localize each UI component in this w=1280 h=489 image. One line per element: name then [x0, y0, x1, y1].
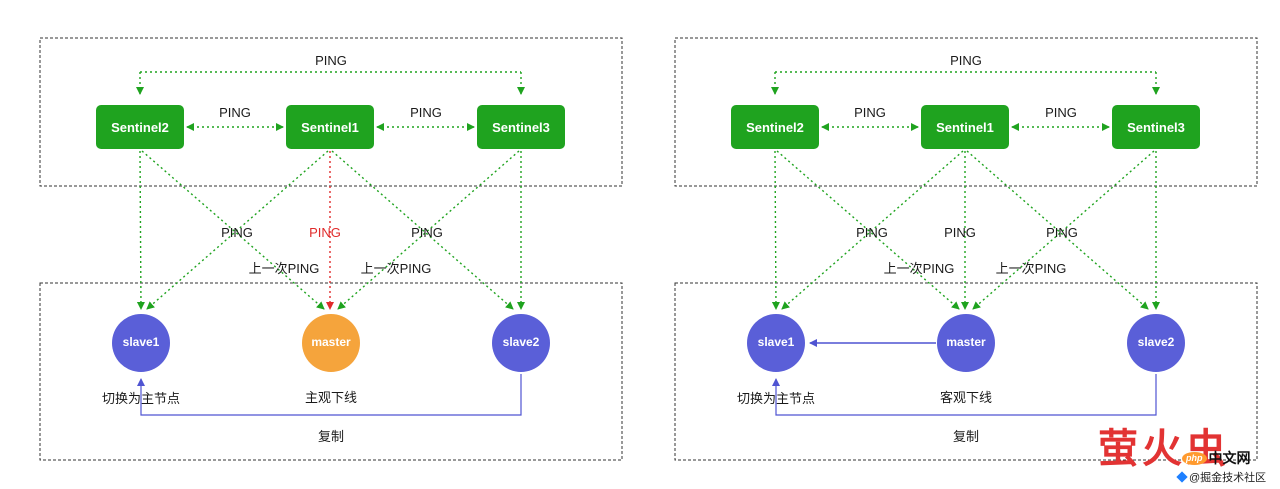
slave1-node: slave1 — [112, 314, 170, 372]
slave2-node: slave2 — [492, 314, 550, 372]
watermark-community-text: @掘金技术社区 — [1189, 472, 1267, 484]
ping-label-down-left: PING — [221, 225, 253, 240]
sentinel1-box: Sentinel1 — [921, 105, 1009, 149]
replication-label: 复制 — [952, 429, 980, 444]
juejin-icon — [1176, 471, 1188, 483]
master-node: master — [302, 314, 360, 372]
ping-label-top: PING — [950, 53, 982, 68]
master-state-label: 客观下线 — [939, 390, 993, 405]
last-ping-label-left: 上一次PING — [248, 261, 320, 276]
ping-label-s1-s3: PING — [1045, 105, 1077, 120]
sentinel3-box: Sentinel3 — [477, 105, 565, 149]
ping-label-top: PING — [315, 53, 347, 68]
promote-label: 切换为主节点 — [736, 391, 816, 406]
node-label: slave2 — [1137, 335, 1175, 350]
ping-label-s2-s1: PING — [219, 105, 251, 120]
sentinel3-box: Sentinel3 — [1112, 105, 1200, 149]
ping-label-down-left: PING — [856, 225, 888, 240]
last-ping-label-right: 上一次PING — [995, 261, 1067, 276]
ping-label-down-right: PING — [1046, 225, 1078, 240]
slave1-node: slave1 — [747, 314, 805, 372]
replication-label: 复制 — [317, 429, 345, 444]
watermark-brand: php 中文网 — [1182, 448, 1251, 468]
node-label: master — [946, 335, 986, 350]
last-ping-label-left: 上一次PING — [883, 261, 955, 276]
ping-label-s1-s3: PING — [410, 105, 442, 120]
ping-label-s2-s1: PING — [854, 105, 886, 120]
ping-label-down-center-failed: PING — [309, 225, 341, 240]
node-label: slave2 — [502, 335, 540, 350]
slave2-node: slave2 — [1127, 314, 1185, 372]
promote-label: 切换为主节点 — [101, 391, 181, 406]
php-logo: php — [1182, 451, 1207, 465]
sentinel2-box: Sentinel2 — [96, 105, 184, 149]
node-label: master — [311, 335, 351, 350]
watermark-community: @掘金技术社区 — [1176, 469, 1267, 485]
ping-label-down-center: PING — [944, 225, 976, 240]
node-label: slave1 — [122, 335, 160, 350]
watermark-title: 萤火虫 — [1098, 425, 1230, 472]
watermark-site-name: 中文网 — [1208, 450, 1251, 466]
master-node: master — [937, 314, 995, 372]
sentinel1-box: Sentinel1 — [286, 105, 374, 149]
last-ping-label-right: 上一次PING — [360, 261, 432, 276]
sentinel2-box: Sentinel2 — [731, 105, 819, 149]
ping-label-down-right: PING — [411, 225, 443, 240]
master-state-label: 主观下线 — [304, 390, 358, 405]
node-label: slave1 — [757, 335, 795, 350]
panel-common-lines — [39, 37, 623, 461]
